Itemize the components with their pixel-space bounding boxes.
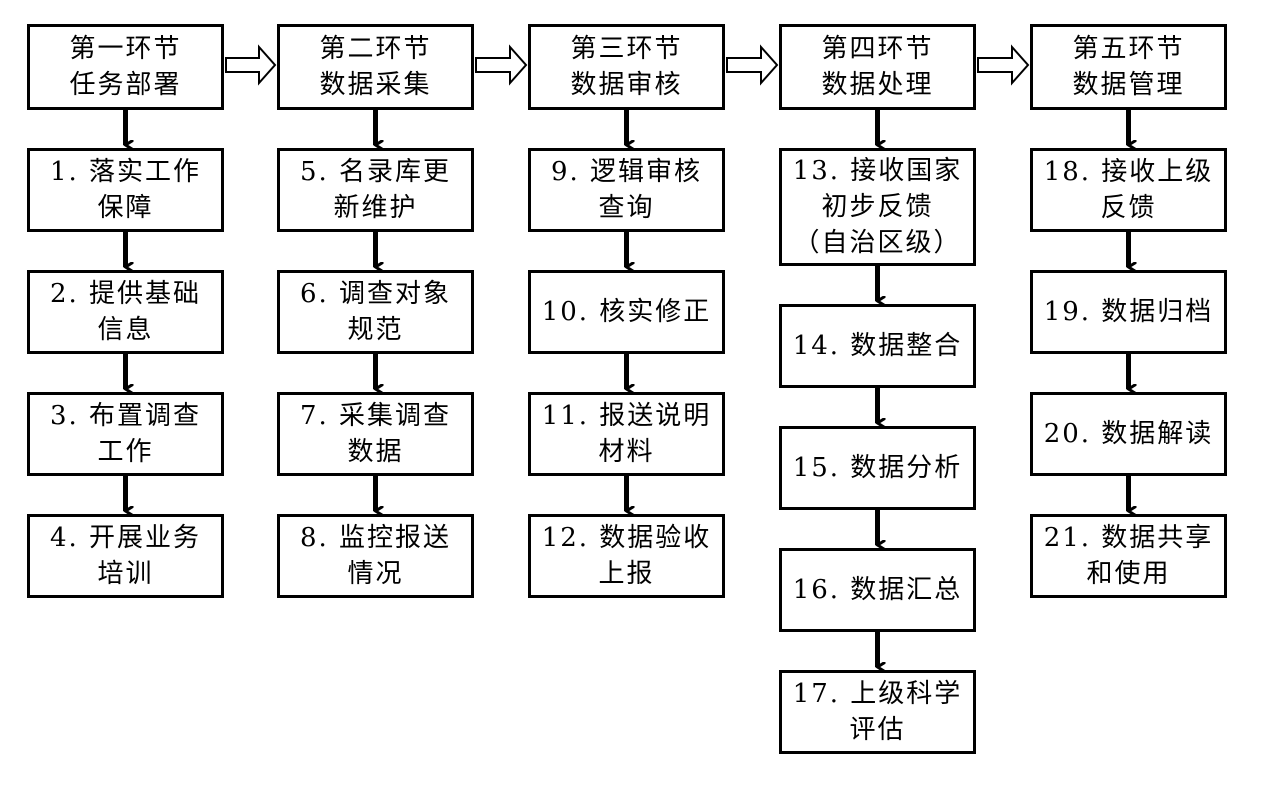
step-box-5-4: 21. 数据共享 和使用 bbox=[1030, 514, 1227, 598]
step-box-5-1: 18. 接收上级 反馈 bbox=[1030, 148, 1227, 232]
step-box-1-2: 2. 提供基础 信息 bbox=[27, 270, 224, 354]
step-box-3-4: 12. 数据验收 上报 bbox=[528, 514, 725, 598]
step-box-4-3: 15. 数据分析 bbox=[779, 426, 976, 510]
step-box-1-1: 1. 落实工作 保障 bbox=[27, 148, 224, 232]
stage-5-header: 第五环节 数据管理 bbox=[1030, 24, 1227, 110]
step-box-4-5: 17. 上级科学 评估 bbox=[779, 670, 976, 754]
step-box-4-1: 13. 接收国家 初步反馈 （自治区级） bbox=[779, 148, 976, 266]
step-box-3-2: 10. 核实修正 bbox=[528, 270, 725, 354]
stage-4-header: 第四环节 数据处理 bbox=[779, 24, 976, 110]
stage-2-to-3-arrow bbox=[475, 44, 528, 86]
step-box-2-2: 6. 调查对象 规范 bbox=[277, 270, 474, 354]
step-box-2-3: 7. 采集调查 数据 bbox=[277, 392, 474, 476]
stage-3-header: 第三环节 数据审核 bbox=[528, 24, 725, 110]
step-box-5-2: 19. 数据归档 bbox=[1030, 270, 1227, 354]
stage-2-header: 第二环节 数据采集 bbox=[277, 24, 474, 110]
stage-1-header: 第一环节 任务部署 bbox=[27, 24, 224, 110]
stage-3-to-4-arrow bbox=[726, 44, 779, 86]
step-box-2-1: 5. 名录库更 新维护 bbox=[277, 148, 474, 232]
step-box-4-2: 14. 数据整合 bbox=[779, 304, 976, 388]
stage-4-to-5-arrow bbox=[977, 44, 1030, 86]
step-box-1-4: 4. 开展业务 培训 bbox=[27, 514, 224, 598]
step-box-3-1: 9. 逻辑审核 查询 bbox=[528, 148, 725, 232]
step-box-5-3: 20. 数据解读 bbox=[1030, 392, 1227, 476]
stage-1-to-2-arrow bbox=[225, 44, 277, 86]
step-box-3-3: 11. 报送说明 材料 bbox=[528, 392, 725, 476]
step-box-1-3: 3. 布置调查 工作 bbox=[27, 392, 224, 476]
step-box-2-4: 8. 监控报送 情况 bbox=[277, 514, 474, 598]
step-box-4-4: 16. 数据汇总 bbox=[779, 548, 976, 632]
